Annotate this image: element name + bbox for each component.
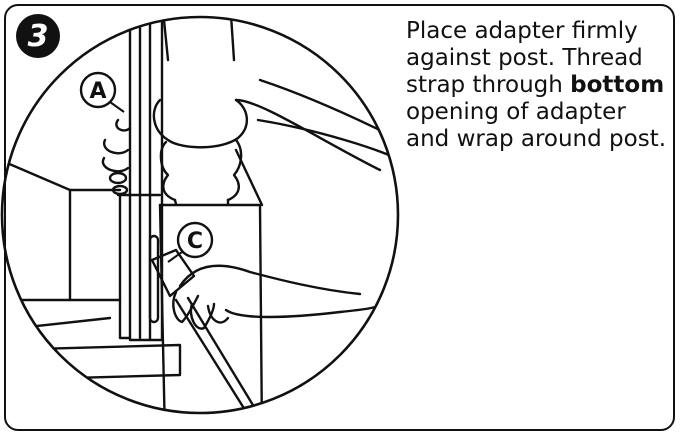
instruction-part-2: opening of adapter and wrap around post. xyxy=(406,99,666,152)
step-number-badge: 3 xyxy=(16,14,60,58)
callout-a-label: A xyxy=(89,79,106,104)
step-number: 3 xyxy=(28,19,49,54)
callout-c-label: C xyxy=(187,229,203,254)
instruction-emphasis: bottom xyxy=(570,72,664,98)
instruction-text: Place adapter firmly against post. Threa… xyxy=(406,18,668,153)
